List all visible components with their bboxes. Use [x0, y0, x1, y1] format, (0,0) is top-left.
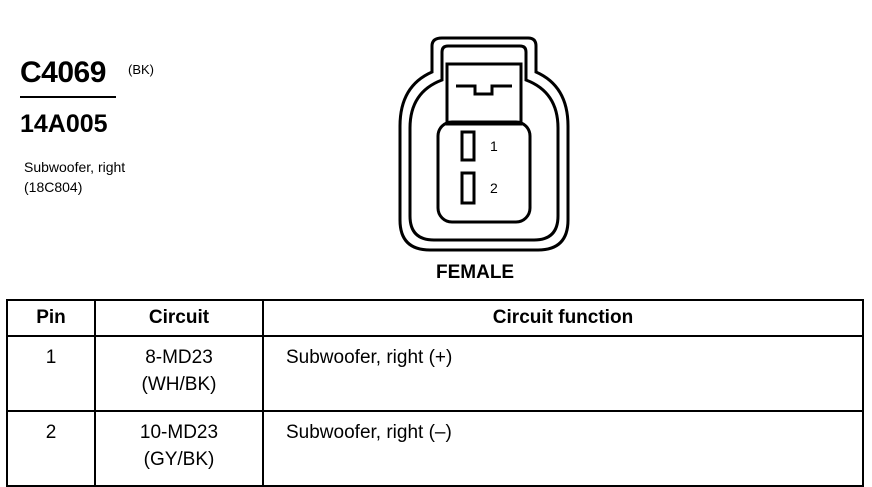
wire-color: (GY/BK) [143, 449, 215, 470]
circuit-function: Subwoofer, right (+) [262, 335, 864, 412]
circuit-cell: 8-MD23 (WH/BK) [94, 335, 264, 412]
pinout-table: Pin Circuit Circuit function 1 8-MD23 (W… [6, 299, 864, 487]
locking-tab [456, 84, 512, 96]
description-line-1: Subwoofer, right [24, 159, 126, 175]
connector-outer-housing [398, 36, 570, 252]
connector-face-diagram: 1 2 [398, 36, 570, 252]
header-pin: Pin [6, 299, 96, 337]
circuit-number: 10-MD23 [139, 422, 219, 443]
wire-color: (WH/BK) [141, 374, 217, 395]
pin-number: 1 [6, 335, 96, 412]
terminal-slot-1 [460, 130, 476, 162]
connector-id: C4069 [20, 56, 106, 89]
table-row: 2 10-MD23 (GY/BK) Subwoofer, right (–) [6, 410, 864, 487]
header-circuit: Circuit [94, 299, 264, 337]
pin-label-1: 1 [490, 138, 498, 154]
circuit-cell: 10-MD23 (GY/BK) [94, 410, 264, 487]
table-header-row: Pin Circuit Circuit function [6, 299, 864, 337]
header-circuit-function: Circuit function [262, 299, 864, 337]
connector-inner-housing [408, 44, 560, 242]
pin-label-2: 2 [490, 180, 498, 196]
title-divider [20, 96, 116, 98]
color-code: (BK) [128, 62, 154, 77]
description-line-2: (18C804) [24, 179, 83, 195]
table-row: 1 8-MD23 (WH/BK) Subwoofer, right (+) [6, 335, 864, 412]
part-number: 14A005 [20, 110, 108, 138]
locking-tab-frame [445, 62, 523, 126]
pin-number: 2 [6, 410, 96, 487]
terminal-slot-2 [460, 171, 476, 205]
connector-gender-label: FEMALE [436, 262, 515, 283]
circuit-number: 8-MD23 [145, 347, 213, 368]
circuit-function: Subwoofer, right (–) [262, 410, 864, 487]
terminal-cavity-body [436, 120, 532, 224]
